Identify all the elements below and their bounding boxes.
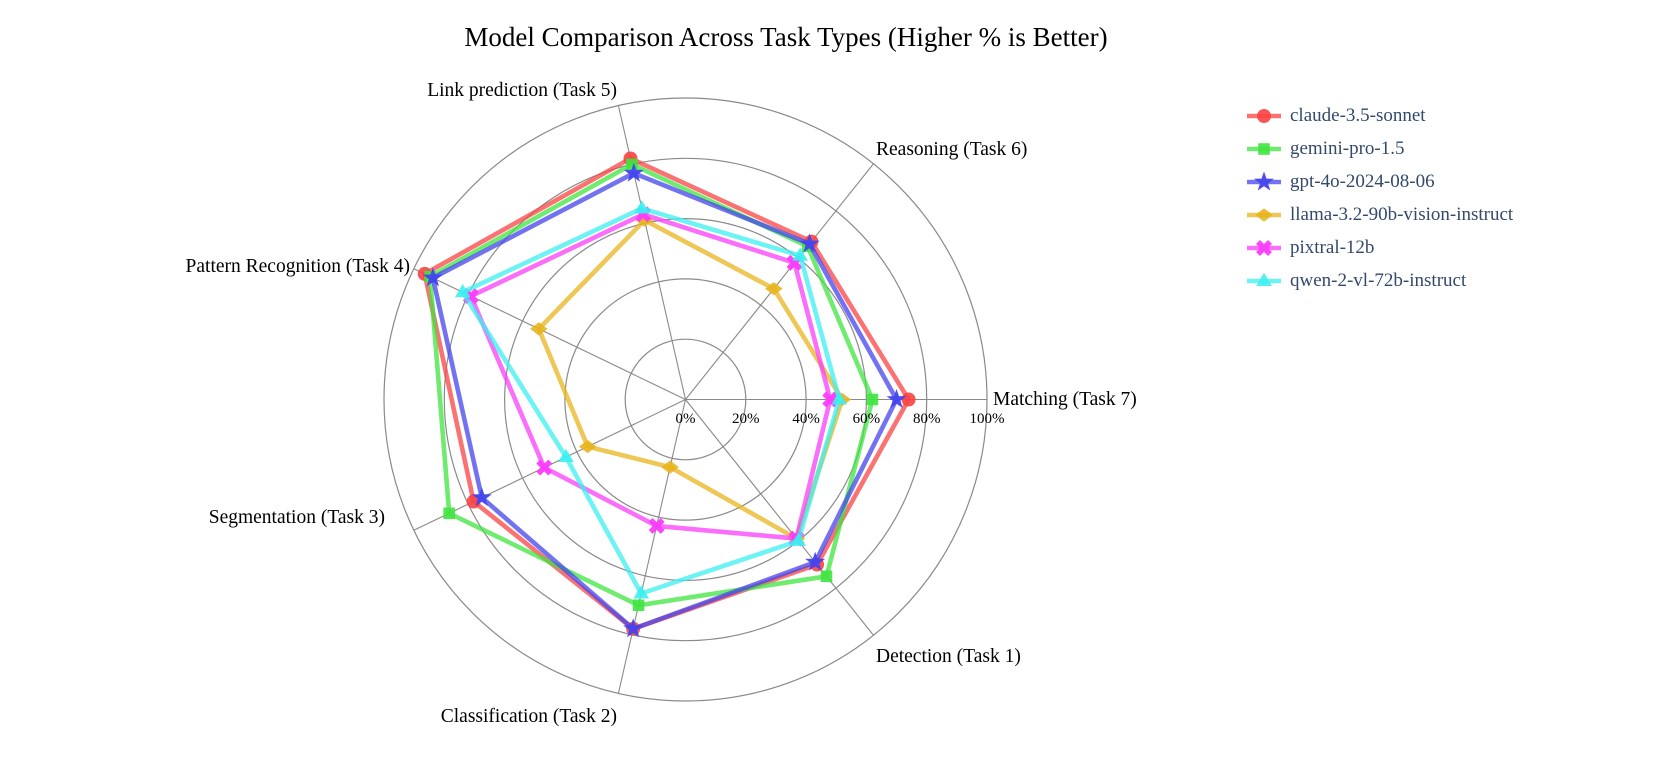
circle-marker [901,392,916,407]
legend-item: claude-3.5-sonnet [1245,99,1513,132]
triangle-marker [790,532,807,546]
star-marker [623,618,644,638]
axis-label: Segmentation (Task 3) [209,507,385,528]
axis-spoke [617,105,687,400]
star-marker [886,389,907,408]
triangle-marker [558,448,574,463]
triangle-marker [633,585,650,599]
legend-marker [1247,207,1281,222]
radial-tick-label: 20% [732,411,760,427]
diamond-marker [661,460,679,474]
square-marker [632,599,645,612]
series-line [427,162,875,608]
triangle-marker [1256,272,1272,286]
square-marker [820,570,833,583]
axis-label: Matching (Task 7) [993,389,1137,410]
legend-item: gemini-pro-1.5 [1245,132,1513,165]
diamond-marker [578,439,597,454]
legend-item: gpt-4o-2024-08-06 [1245,165,1513,198]
star-marker [805,551,826,571]
star-marker [471,487,492,507]
triangle-marker [792,247,808,261]
circle-marker [1257,108,1271,123]
series-line [422,156,911,632]
legend-marker [1247,239,1281,256]
square-marker [443,507,455,520]
axis-label: Link prediction (Task 5) [427,80,617,101]
axis-spoke [685,399,874,636]
legend-label: gpt-4o-2024-08-06 [1290,170,1435,192]
legend-label: qwen-2-vl-72b-instruct [1290,269,1467,291]
axis-label: Pattern Recognition (Task 4) [186,256,410,277]
square-marker [866,393,879,406]
series-line [460,206,842,596]
legend-label: gemini-pro-1.5 [1290,137,1405,159]
legend-item: pixtral-12b [1245,231,1513,264]
legend-label: pixtral-12b [1290,236,1375,258]
star-marker [623,162,644,182]
legend-item: qwen-2-vl-72b-instruct [1245,264,1513,297]
legend: claude-3.5-sonnet gemini-pro-1.5 gpt-4o-20… [1245,99,1513,297]
star-marker [1254,171,1274,190]
legend-marker [1247,171,1281,190]
radial-tick-label: 40% [792,411,820,427]
triangle-marker [454,284,471,298]
axis-spoke [617,399,687,694]
diamond-marker [530,322,548,336]
axis-label: Classification (Task 2) [441,706,617,727]
diamond-marker [765,282,783,296]
x-marker [648,517,665,534]
legend-label: claude-3.5-sonnet [1290,104,1426,126]
series-markers [454,200,848,599]
triangle-marker [831,391,848,405]
legend-label: llama-3.2-90b-vision-instruct [1290,203,1514,225]
series-line [536,217,845,541]
star-marker [799,233,820,253]
radial-tick-label: 80% [913,411,941,427]
axis-spoke [685,163,874,400]
radial-tick-label: 100% [970,411,1005,427]
radial-tick-label: 0% [676,411,696,427]
triangle-marker [634,200,650,214]
series-line [468,212,833,541]
series-line [430,170,899,632]
square-marker [626,158,638,171]
x-marker [1256,239,1272,256]
square-marker [1258,142,1270,155]
legend-marker [1247,108,1281,123]
axis-label: Reasoning (Task 6) [876,139,1027,160]
star-marker [422,267,443,287]
x-marker [536,459,553,476]
chart-title: Model Comparison Across Task Types (High… [464,22,1108,52]
series-markers [422,162,907,638]
legend-item: llama-3.2-90b-vision-instruct [1245,198,1513,231]
legend-marker [1247,142,1281,155]
radial-tick-label: 60% [853,411,881,427]
legend-marker [1247,272,1281,286]
axis-label: Detection (Task 1) [876,646,1021,667]
diamond-marker [1255,207,1273,222]
